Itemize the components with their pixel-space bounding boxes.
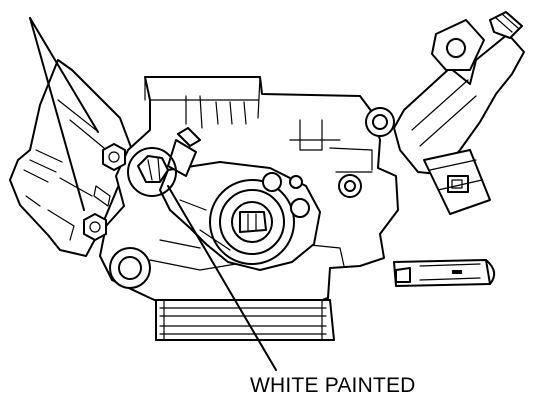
lower-boss-bolt [109,247,151,289]
leader-lines [29,17,277,371]
body-bolts [262,107,395,218]
bracket-bolts [83,143,126,241]
mounting-bracket [9,59,133,257]
throttle-cam [159,161,321,271]
white-painted-label: WHITE PAINTED [250,374,416,397]
iac-valve [393,11,525,175]
white-painted-fitting [127,127,201,197]
outlet-flange [155,299,335,341]
hose [393,259,496,287]
sensor-connector [423,149,491,215]
